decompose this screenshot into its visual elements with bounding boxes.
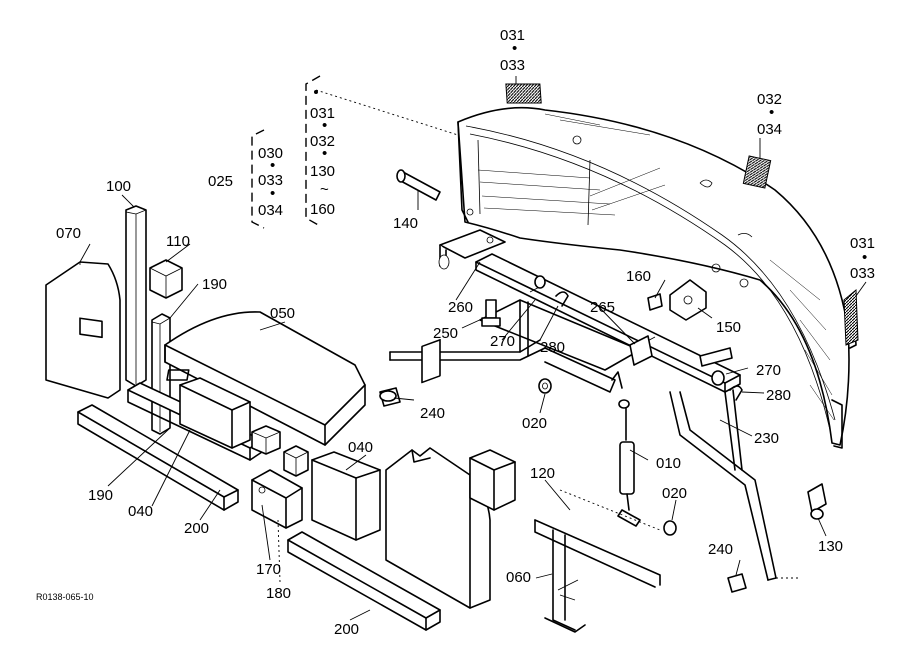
label-200-left: 200 [184,520,209,537]
label-240-left: 240 [420,405,445,422]
part-block-right [469,449,516,511]
fasteners [379,275,827,593]
label-270-left: 270 [490,333,515,350]
label-280-left: 280 [540,339,565,356]
label-170: 170 [256,561,281,578]
label-020-right: 020 [662,485,687,502]
label-070: 070 [56,225,81,242]
part-110-block [149,259,183,299]
label-030: 030 [258,145,283,162]
label-033-group: 033 [258,172,283,189]
label-060: 060 [506,569,531,586]
part-040-block-mid [311,451,381,541]
labels: 031 • 033 032 • 034 031 • 033 031 • 032 … [36,27,875,638]
label-040-left: 040 [128,503,153,520]
part-200-bar-bottom [287,531,441,631]
label-dot-g3: • [270,157,275,174]
label-110: 110 [166,233,190,250]
label-190-lower: 190 [88,487,113,504]
label-031-group: 031 [310,105,335,122]
part-040-block-left [179,377,251,449]
label-dot-g2: • [322,145,327,162]
label-031-right: 031 [850,235,875,252]
label-dot-g4: • [270,185,275,202]
label-025: 025 [208,173,233,190]
part-070-panel [45,261,121,399]
label-250: 250 [433,325,458,342]
label-240-bottom: 240 [708,541,733,558]
label-120: 120 [530,465,555,482]
label-tilde-group: ~ [320,181,329,198]
label-050: 050 [270,305,295,322]
bracket-031-group [305,75,321,227]
label-032-group: 032 [310,133,335,150]
label-040-mid: 040 [348,439,373,456]
label-031-top: 031 [500,27,525,44]
label-140: 140 [393,215,418,232]
label-260: 260 [448,299,473,316]
part-140-bar [396,169,441,201]
label-200-bottom: 200 [334,621,359,638]
label-010: 010 [656,455,681,472]
part-170-blocks [251,425,309,529]
hinge-bracket-left [438,229,506,270]
bracket-025-group [251,129,265,229]
label-130-group: 130 [310,163,335,180]
label-dot-032: • [769,104,774,121]
label-130: 130 [818,538,843,555]
part-200-bar-left [77,404,239,511]
decal-031-033-top [505,83,542,104]
label-dot-right: • [862,249,867,266]
leader-lines [79,76,867,621]
label-280-right: 280 [766,387,791,404]
label-020-left: 020 [522,415,547,432]
part-100-strip [125,205,147,387]
label-032: 032 [757,91,782,108]
label-180: 180 [266,585,291,602]
label-265: 265 [590,299,615,316]
part-050-pad [164,311,366,446]
label-160: 160 [626,268,651,285]
part-060-support [534,489,661,633]
label-033-right: 033 [850,265,875,282]
decal-032-034 [742,155,772,189]
label-dot-top: • [512,40,517,57]
label-270-right: 270 [756,362,781,379]
label-100: 100 [106,178,131,195]
label-dot-g1: • [322,117,327,134]
label-034-group: 034 [258,202,283,219]
label-160-group: 160 [310,201,335,218]
label-033-top: 033 [500,57,525,74]
hood [457,106,857,449]
reference-code: R0138-065-10 [36,592,94,602]
label-150: 150 [716,319,741,336]
part-010-gas-strut [617,399,641,527]
label-230: 230 [754,430,779,447]
decal-031-033-right [843,288,859,346]
label-034: 034 [757,121,782,138]
label-190-upper: 190 [202,276,227,293]
